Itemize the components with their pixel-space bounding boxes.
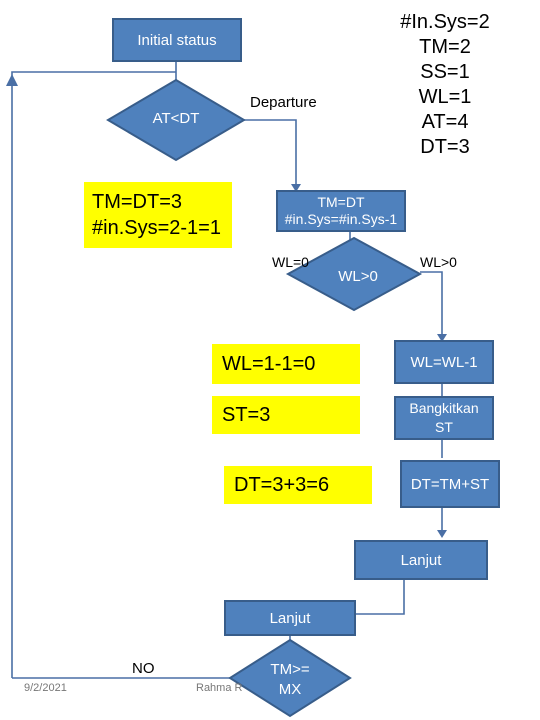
footer-author: Rahma R xyxy=(196,682,243,694)
bangkitkan-line1: Bangkitkan xyxy=(409,400,479,416)
calc-left-box: TM=DT=3 #in.Sys=2-1=1 xyxy=(84,182,232,248)
dt-tm-st-text: DT=TM+ST xyxy=(410,475,490,493)
tm-dt-line2: #in.Sys=#in.Sys-1 xyxy=(284,211,398,227)
footer-date: 9/2/2021 xyxy=(24,682,67,694)
tm-mx-line1: TM>= xyxy=(270,661,310,678)
lanjut-left-text: Lanjut xyxy=(269,609,311,627)
status-block: #In.Sys=2 TM=2 SS=1 WL=1 AT=4 DT=3 xyxy=(370,10,520,160)
wl-gt-0-left-text: WL>0 xyxy=(338,268,378,285)
tm-dt-box: TM=DT #in.Sys=#in.Sys-1 xyxy=(276,190,406,232)
wl-diamond xyxy=(285,236,423,312)
tm-mx-line2: MX xyxy=(278,681,302,698)
status-dt: DT=3 xyxy=(420,136,470,158)
wl-gt-0-diamond-label: WL>0 xyxy=(318,268,398,285)
calc-left-line2: #in.Sys=2-1=1 xyxy=(92,217,221,239)
wl-minus-box: WL=WL-1 xyxy=(394,340,494,384)
wl-gt-0-right-label: WL>0 xyxy=(420,254,457,270)
lanjut-right-box: Lanjut xyxy=(354,540,488,580)
tm-mx-diamond xyxy=(228,638,352,718)
wl-calc-text: WL=1-1=0 xyxy=(222,352,316,375)
status-insys: #In.Sys=2 xyxy=(400,11,490,33)
calc-left-line1: TM=DT=3 xyxy=(92,191,183,213)
tm-dt-line1: TM=DT xyxy=(317,194,365,210)
lanjut-right-text: Lanjut xyxy=(400,551,442,569)
tm-mx-label: TM>= MX xyxy=(250,660,330,700)
status-ss: SS=1 xyxy=(420,61,470,83)
departure-label: Departure xyxy=(250,94,317,111)
at-lt-dt-diamond xyxy=(106,78,246,162)
status-wl: WL=1 xyxy=(418,86,472,108)
wl-eq-0-label: WL=0 xyxy=(272,254,309,270)
status-tm: TM=2 xyxy=(419,36,471,58)
dt-calc-text: DT=3+3=6 xyxy=(234,473,330,496)
wl-calc-box: WL=1-1=0 xyxy=(212,344,360,384)
bangkitkan-line2: ST xyxy=(435,419,453,435)
dt-calc-box: DT=3+3=6 xyxy=(224,466,372,504)
st-calc-text: ST=3 xyxy=(222,403,271,426)
at-lt-dt-text: AT<DT xyxy=(152,110,200,127)
bangkitkan-st-box: Bangkitkan ST xyxy=(394,396,494,440)
initial-status-box: Initial status xyxy=(112,18,242,62)
initial-status-label: Initial status xyxy=(137,31,217,49)
no-label: NO xyxy=(132,660,155,677)
status-at: AT=4 xyxy=(421,111,469,133)
wl-minus-text: WL=WL-1 xyxy=(410,353,478,371)
lanjut-left-box: Lanjut xyxy=(224,600,356,636)
at-lt-dt-label: AT<DT xyxy=(130,110,222,127)
st-calc-box: ST=3 xyxy=(212,396,360,434)
dt-tm-st-box: DT=TM+ST xyxy=(400,460,500,508)
